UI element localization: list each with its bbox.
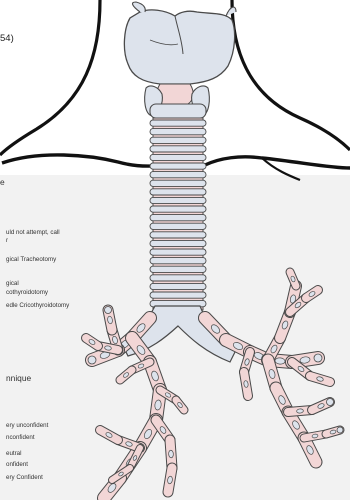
tracheal-ring bbox=[150, 266, 206, 272]
procedure-option-text: edle Cricothyroidotomy bbox=[6, 302, 69, 310]
right-bronchial-tree bbox=[205, 272, 343, 462]
tracheal-ring bbox=[150, 223, 206, 229]
technique-heading-fragment: nnique bbox=[6, 373, 31, 383]
procedure-option-text: gical Tracheotomy bbox=[6, 256, 56, 264]
neck-outline-left bbox=[0, 0, 100, 155]
confidence-option-text: ery unconfident bbox=[6, 422, 48, 430]
cricoid-ring bbox=[150, 104, 206, 118]
procedure-option-text: cothyroidotomy bbox=[6, 289, 48, 297]
tracheal-ring bbox=[150, 249, 206, 255]
tracheal-ring bbox=[150, 189, 206, 195]
panel-heading-fragment: e bbox=[0, 177, 5, 187]
neck-outline-right bbox=[232, 0, 350, 150]
tracheal-ring bbox=[150, 180, 206, 186]
procedure-option-text: uld not attempt, call bbox=[6, 229, 60, 237]
tracheal-ring bbox=[150, 146, 206, 152]
top-note-fragment: 54) bbox=[0, 33, 14, 44]
bronchus-cartilage-plate bbox=[296, 409, 303, 414]
tracheal-ring bbox=[150, 283, 206, 289]
tracheal-ring bbox=[150, 129, 206, 135]
tracheal-ring bbox=[150, 215, 206, 221]
tracheal-ring bbox=[150, 258, 206, 264]
bronchus-cartilage-plate bbox=[168, 450, 173, 458]
tracheal-ring bbox=[150, 197, 206, 203]
tracheal-ring bbox=[150, 120, 206, 126]
procedure-option-text: r bbox=[6, 237, 8, 245]
procedure-option-text: gical bbox=[6, 280, 19, 288]
tracheal-ring bbox=[150, 275, 206, 281]
tracheal-ring bbox=[150, 172, 206, 178]
left-bronchial-tree bbox=[86, 307, 184, 499]
bronchus-end bbox=[105, 307, 112, 314]
tracheal-ring bbox=[150, 206, 206, 212]
thyroid-cartilage bbox=[124, 10, 234, 84]
confidence-option-text: onfident bbox=[6, 461, 28, 469]
trachea bbox=[150, 118, 206, 310]
tracheal-ring bbox=[150, 163, 206, 169]
confidence-option-text: nconfident bbox=[6, 434, 35, 442]
hyoid-horn-left bbox=[133, 2, 146, 12]
confidence-option-text: eutral bbox=[6, 450, 21, 458]
bronchus-end bbox=[327, 399, 334, 406]
confidence-option-text: ery Confident bbox=[6, 474, 43, 482]
tracheal-ring bbox=[150, 154, 206, 160]
tracheal-ring bbox=[150, 240, 206, 246]
tracheal-ring bbox=[150, 137, 206, 143]
tracheal-ring bbox=[150, 292, 206, 298]
bronchus-end bbox=[337, 427, 343, 433]
bronchus-end bbox=[88, 356, 96, 364]
tracheal-ring bbox=[150, 232, 206, 238]
bronchus-end bbox=[314, 354, 322, 362]
